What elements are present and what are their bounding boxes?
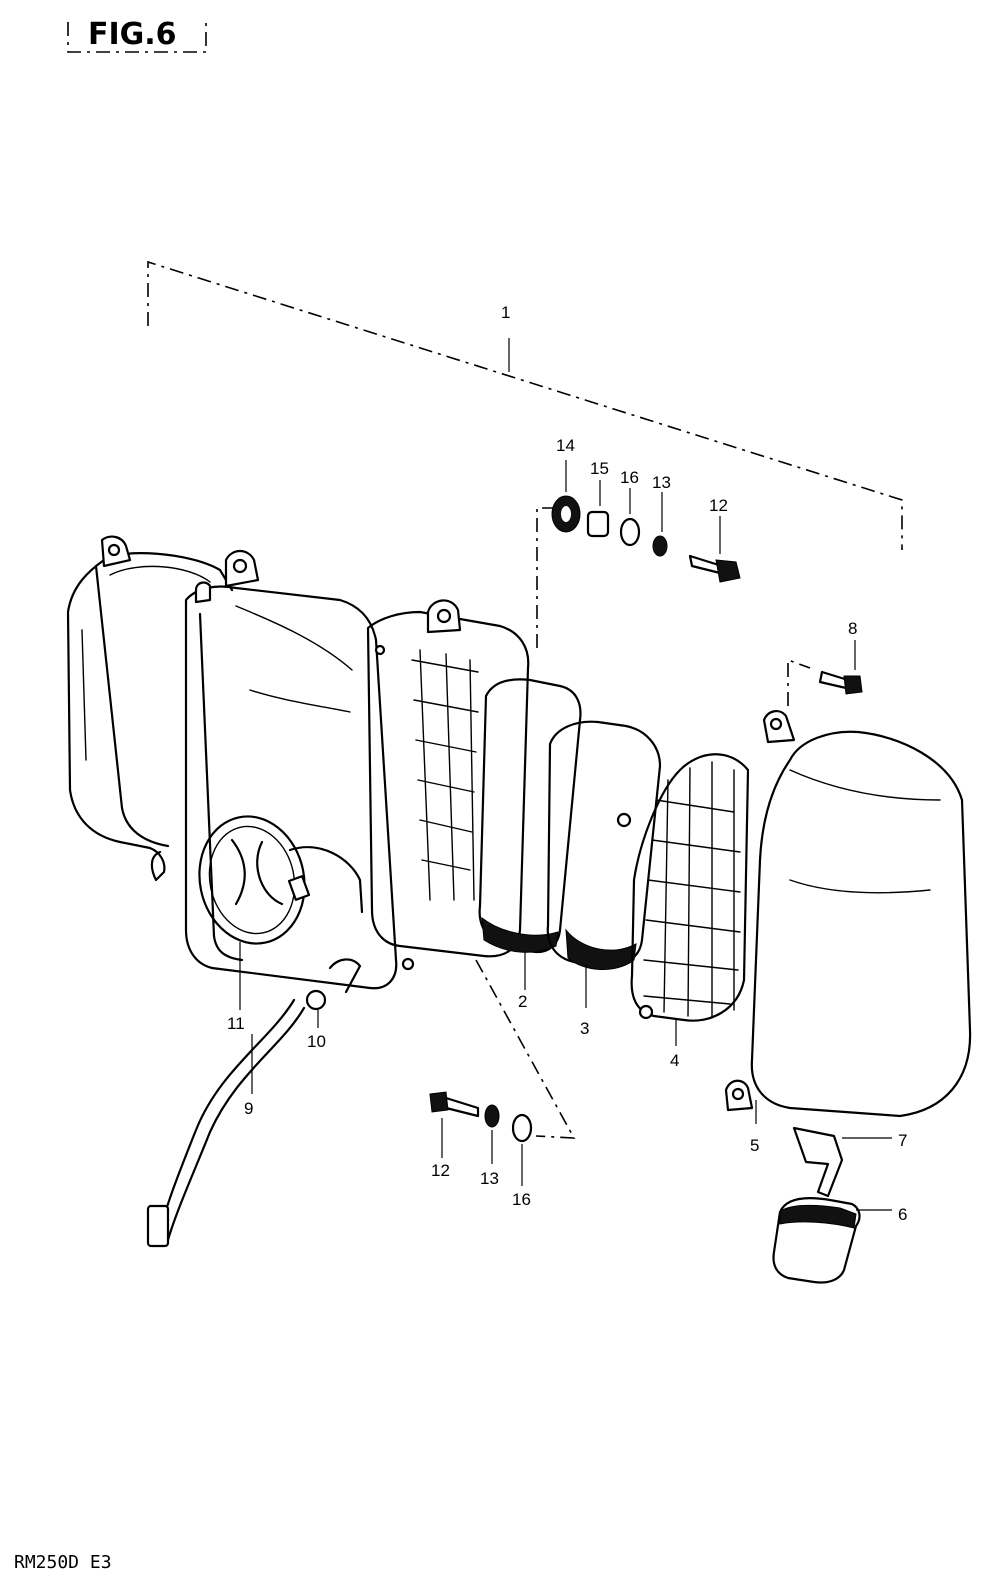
- callout-14: 14: [556, 436, 575, 455]
- callout-leaders: [239, 460, 892, 1211]
- callout-16-upper: 16: [620, 468, 639, 487]
- gasket-plate: [792, 1126, 844, 1198]
- drain-hose: [146, 998, 306, 1248]
- callout-7: 7: [898, 1131, 907, 1150]
- filter-sponge: [546, 720, 662, 971]
- callout-labels: 1 2 3 4 5 6 7 8 9 10 11 12 13 14 15 16 1…: [227, 303, 907, 1224]
- callout-12-lower: 12: [431, 1161, 450, 1180]
- callout-16-lower: 16: [512, 1190, 531, 1209]
- hose-clip: [305, 989, 327, 1011]
- callout-13-upper: 13: [652, 473, 671, 492]
- case-filter-frame: [366, 599, 530, 971]
- callout-2: 2: [518, 992, 527, 1011]
- cover-bolt: [787, 658, 863, 706]
- callout-9: 9: [244, 1099, 253, 1118]
- callout-3: 3: [580, 1019, 589, 1038]
- figure-title: FIG.6: [88, 17, 177, 52]
- callout-12-upper: 12: [709, 496, 728, 515]
- callout-1: 1: [501, 303, 510, 322]
- model-code: RM250D E3: [14, 1552, 112, 1573]
- callout-13-lower: 13: [480, 1169, 499, 1188]
- callout-6: 6: [898, 1205, 907, 1224]
- callout-15: 15: [590, 459, 609, 478]
- figure-title-box: FIG.6: [67, 17, 207, 53]
- callout-8: 8: [848, 619, 857, 638]
- callout-5: 5: [750, 1136, 759, 1155]
- filter-element: [478, 678, 582, 954]
- filter-cage: [616, 753, 750, 1022]
- assembly-bracket: [147, 260, 903, 550]
- intake-funnel-clamp: [198, 815, 364, 994]
- lower-hardware-set: [429, 959, 576, 1143]
- drain-cap: [772, 1197, 861, 1284]
- callout-4: 4: [670, 1051, 679, 1070]
- callout-10: 10: [307, 1032, 326, 1051]
- air-cleaner-case: [184, 549, 398, 990]
- outer-cover: [724, 710, 972, 1118]
- air-cleaner-rear-cover: [66, 535, 234, 882]
- upper-hardware-set: [536, 495, 741, 648]
- callout-11: 11: [227, 1014, 245, 1033]
